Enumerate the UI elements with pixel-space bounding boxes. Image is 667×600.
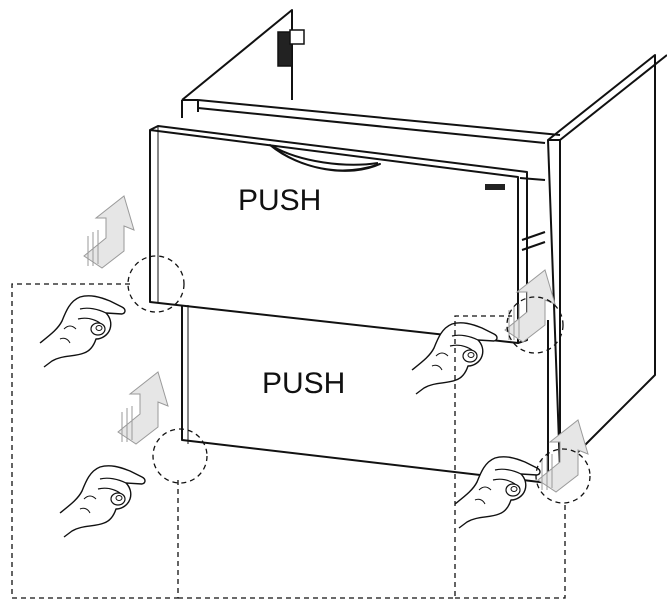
detail-circle-icon [152, 428, 208, 484]
cabinet-carcass [181, 9, 667, 471]
detail-circle-icon [127, 255, 185, 313]
push-arrow-icon [117, 371, 169, 445]
top-drawer-front [149, 125, 528, 344]
hand-icon [454, 456, 541, 529]
logo-icon [485, 184, 505, 190]
hand-icon [39, 295, 126, 368]
hinge-bracket-icon [277, 29, 305, 67]
push-arrow-icon [83, 195, 135, 269]
bottom-drawer-front [181, 305, 549, 484]
dashed-guide-frame [11, 283, 566, 599]
hand-icon [59, 465, 146, 538]
detail-circle-icon [506, 296, 564, 354]
top-drawer-label: PUSH [238, 184, 321, 217]
detail-circle-icon [535, 448, 591, 504]
bottom-drawer-label: PUSH [262, 367, 345, 400]
